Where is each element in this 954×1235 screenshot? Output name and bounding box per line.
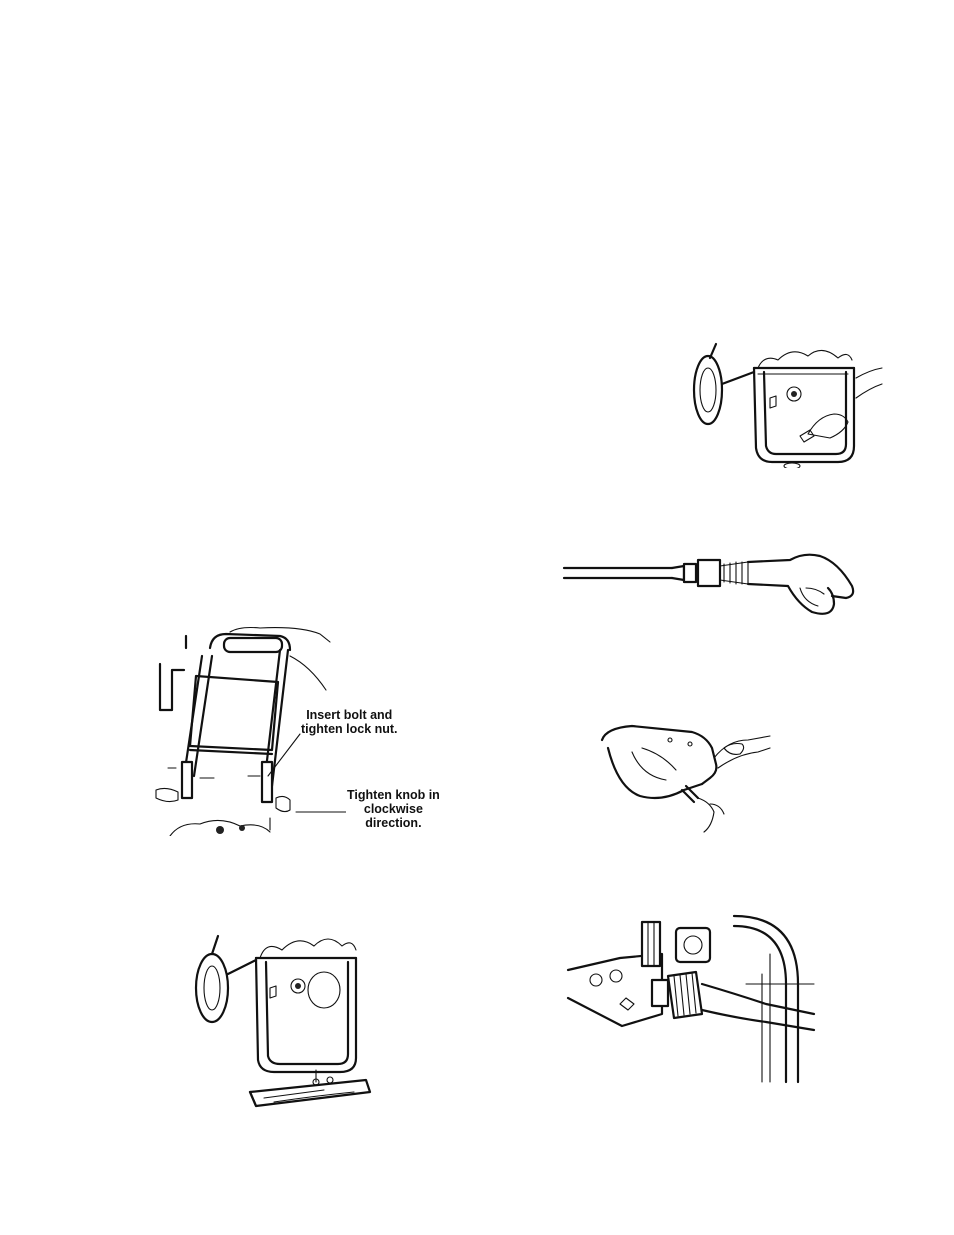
callout-tighten-knob-line-1: Tighten knob in bbox=[347, 788, 440, 802]
figure-frame-wood-block bbox=[190, 930, 380, 1114]
callout-insert-bolt-line-2: tighten lock nut. bbox=[301, 722, 398, 736]
callout-insert-bolt-line-1: Insert bolt and bbox=[301, 708, 398, 722]
callout-tighten-knob: Tighten knob in clockwise direction. bbox=[347, 788, 440, 830]
figure-spray-wand-gun bbox=[562, 548, 862, 622]
figure-gun-hose-connection bbox=[598, 718, 772, 836]
frame-wood-block-illustration bbox=[190, 930, 380, 1114]
callout-insert-bolt: Insert bolt and tighten lock nut. bbox=[301, 708, 398, 736]
frame-pump-illustration bbox=[688, 338, 884, 468]
callout-tighten-knob-line-3: direction. bbox=[347, 816, 440, 830]
figure-frame-pump-top bbox=[688, 338, 884, 468]
pump-outlet-illustration bbox=[566, 914, 816, 1084]
gun-hose-illustration bbox=[598, 718, 772, 836]
spray-wand-illustration bbox=[562, 548, 862, 622]
figure-pump-outlet-hose bbox=[566, 914, 816, 1084]
callout-tighten-knob-line-2: clockwise bbox=[347, 802, 440, 816]
